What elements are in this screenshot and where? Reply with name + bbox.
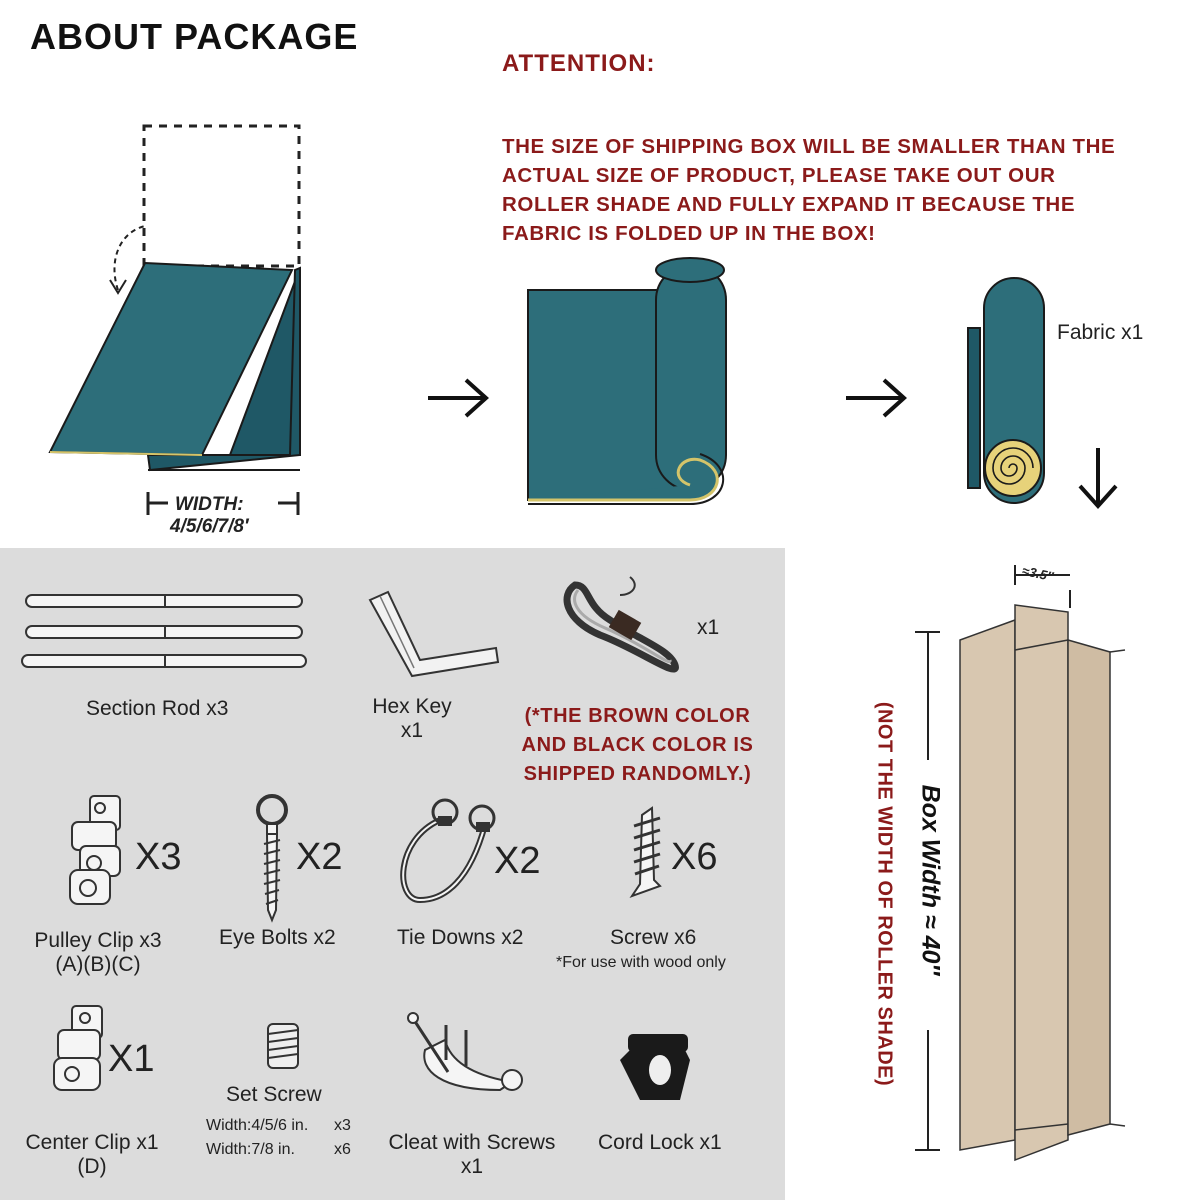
box-note-text: (NOT THE WIDTH OF ROLLER SHADE) (873, 701, 896, 1086)
box-note: (NOT THE WIDTH OF ROLLER SHADE) (869, 686, 899, 1101)
set-screw-label: Set Screw (226, 1083, 322, 1106)
attention-title: ATTENTION: (502, 50, 656, 77)
eye-bolt-label: Eye Bolts x2 (219, 926, 336, 949)
center-clip-label: Center Clip x1 (D) (16, 1131, 168, 1179)
attention-line: ACTUAL SIZE OF PRODUCT, PLEASE TAKE OUT … (502, 164, 1056, 187)
pulley-label: Pulley Clip x3 (A)(B)(C) (24, 929, 172, 977)
center-clip-name: Center Clip x1 (25, 1131, 159, 1154)
box-width-label: Box Width ≈ 40″ (910, 700, 950, 1060)
pulley-name: Pulley Clip x3 (34, 929, 162, 952)
hex-key-label: Hex Key x1 (366, 695, 458, 743)
cleat-qty: x1 (460, 1155, 484, 1178)
center-clip-qty: X1 (108, 1038, 155, 1080)
cord-note-line: AND BLACK COLOR IS (521, 734, 754, 756)
cord-qty: x1 (697, 616, 720, 639)
eye-bolt-qty: X2 (296, 836, 343, 878)
cord-lock-label: Cord Lock x1 (598, 1131, 722, 1154)
set-screw-qty: x3 (334, 1117, 351, 1134)
attention-line: ROLLER SHADE AND FULLY EXPAND IT BECAUSE… (502, 193, 1076, 216)
cord-note-line: (*THE BROWN COLOR (524, 705, 751, 727)
screw-label: Screw x6 (610, 926, 697, 949)
center-clip-id: (D) (77, 1155, 107, 1178)
width-label: WIDTH: 4/5/6/7/8′ (170, 494, 249, 538)
section-rod-label: Section Rod x3 (86, 697, 229, 720)
attention-line: THE SIZE OF SHIPPING BOX WILL BE SMALLER… (502, 135, 1116, 158)
attention-text: THE SIZE OF SHIPPING BOX WILL BE SMALLER… (502, 132, 1182, 248)
width-values: 4/5/6/7/8′ (170, 516, 249, 537)
set-screw-qty: x6 (334, 1141, 351, 1158)
cord-note-line: SHIPPED RANDOMLY.) (523, 763, 752, 785)
cord-color-note: (*THE BROWN COLOR AND BLACK COLOR IS SHI… (505, 702, 770, 789)
fabric-label: Fabric x1 (1057, 321, 1144, 344)
screw-qty: X6 (671, 836, 718, 878)
box-width-text: Box Width ≈ 40″ (916, 784, 945, 976)
attention-line: FABRIC IS FOLDED UP IN THE BOX! (502, 222, 876, 245)
screw-note: *For use with wood only (556, 954, 726, 971)
set-screw-size: Width:4/5/6 in. (206, 1117, 309, 1134)
pulley-qty: X3 (135, 836, 182, 878)
width-title: WIDTH: (174, 494, 244, 515)
pulley-ids: (A)(B)(C) (55, 953, 141, 976)
cleat-name: Cleat with Screws (388, 1131, 556, 1154)
page-title: ABOUT PACKAGE (30, 16, 359, 57)
tie-down-qty: X2 (494, 840, 541, 882)
hex-key-name: Hex Key (372, 695, 452, 718)
set-screw-size: Width:7/8 in. (206, 1141, 295, 1158)
cleat-label: Cleat with Screws x1 (376, 1131, 568, 1179)
hex-key-qty: x1 (400, 719, 424, 742)
tie-down-label: Tie Downs x2 (397, 926, 524, 949)
